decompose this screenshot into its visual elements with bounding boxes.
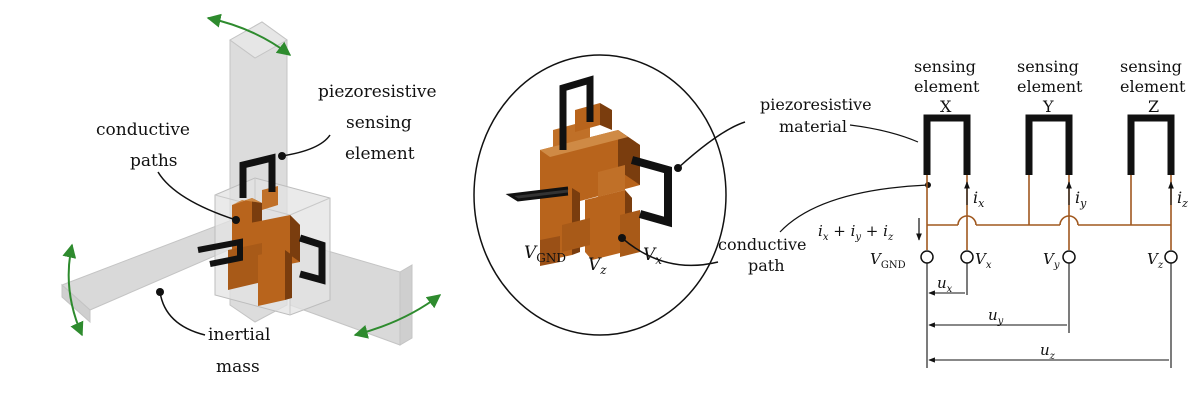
sensing-element-z (1127, 114, 1175, 175)
label-piezoresistive: piezoresistive (318, 82, 437, 102)
svg-text:element: element (1017, 77, 1083, 96)
svg-text:X: X (940, 97, 952, 116)
rotation-arrows (62, 13, 442, 339)
circuit-diagram: sensing element X sensing element Y sens… (818, 57, 1188, 368)
label-sum-current: ix + iy + iz (818, 222, 894, 243)
sensing-element-y (1025, 114, 1073, 175)
svg-text:element: element (914, 77, 980, 96)
label-vx: Vx (975, 250, 992, 271)
label-vgnd-zoom: VGND (524, 243, 566, 265)
label-piezo-material-1: piezoresistive (760, 95, 872, 114)
label-vz: Vz (1147, 250, 1164, 271)
label-conductive-path-2: path (748, 256, 785, 275)
svg-text:sensing: sensing (1017, 57, 1079, 76)
piezo-elements-left (197, 153, 326, 285)
svg-text:sensing: sensing (1120, 57, 1182, 76)
label-conductive: conductive (96, 120, 190, 140)
header-sensing-z: sensing element Z (1120, 57, 1186, 116)
svg-text:sensing: sensing (914, 57, 976, 76)
label-ix: ix (973, 188, 985, 210)
label-inertial: inertial (208, 325, 270, 345)
label-vy: Vy (1043, 250, 1060, 271)
label-element: element (345, 144, 415, 164)
svg-text:Y: Y (1042, 97, 1054, 116)
measurement-lines (926, 263, 1172, 368)
left-leader-lines (156, 134, 331, 336)
terminals (920, 250, 1178, 264)
zoom-detail: VGND Vz Vx (473, 54, 746, 336)
sensing-element-x (923, 114, 971, 175)
header-sensing-y: sensing element Y (1017, 57, 1083, 116)
label-piezo-material-2: material (779, 117, 847, 136)
label-mass: mass (216, 357, 260, 377)
svg-text:element: element (1120, 77, 1186, 96)
conductive-wiring (926, 175, 1172, 250)
svg-text:Z: Z (1148, 97, 1159, 116)
piezo-elements-zoom (505, 75, 672, 228)
label-uz: uz (1040, 341, 1056, 362)
label-iz: iz (1177, 188, 1188, 210)
label-uy: uy (988, 306, 1004, 327)
header-sensing-x: sensing element X (914, 57, 980, 116)
label-iy: iy (1075, 188, 1087, 210)
svg-text:Vz: Vz (588, 255, 607, 277)
svg-text:VGND: VGND (524, 243, 566, 265)
label-conductive-path-1: conductive (718, 235, 806, 254)
label-sensing: sensing (346, 113, 412, 133)
current-arrows (916, 181, 1174, 241)
left-sensor-assembly (61, 13, 442, 346)
label-paths: paths (130, 151, 178, 171)
label-vgnd: VGND (870, 250, 906, 271)
label-ux: ux (937, 274, 953, 295)
label-vz-zoom: Vz (588, 255, 607, 277)
